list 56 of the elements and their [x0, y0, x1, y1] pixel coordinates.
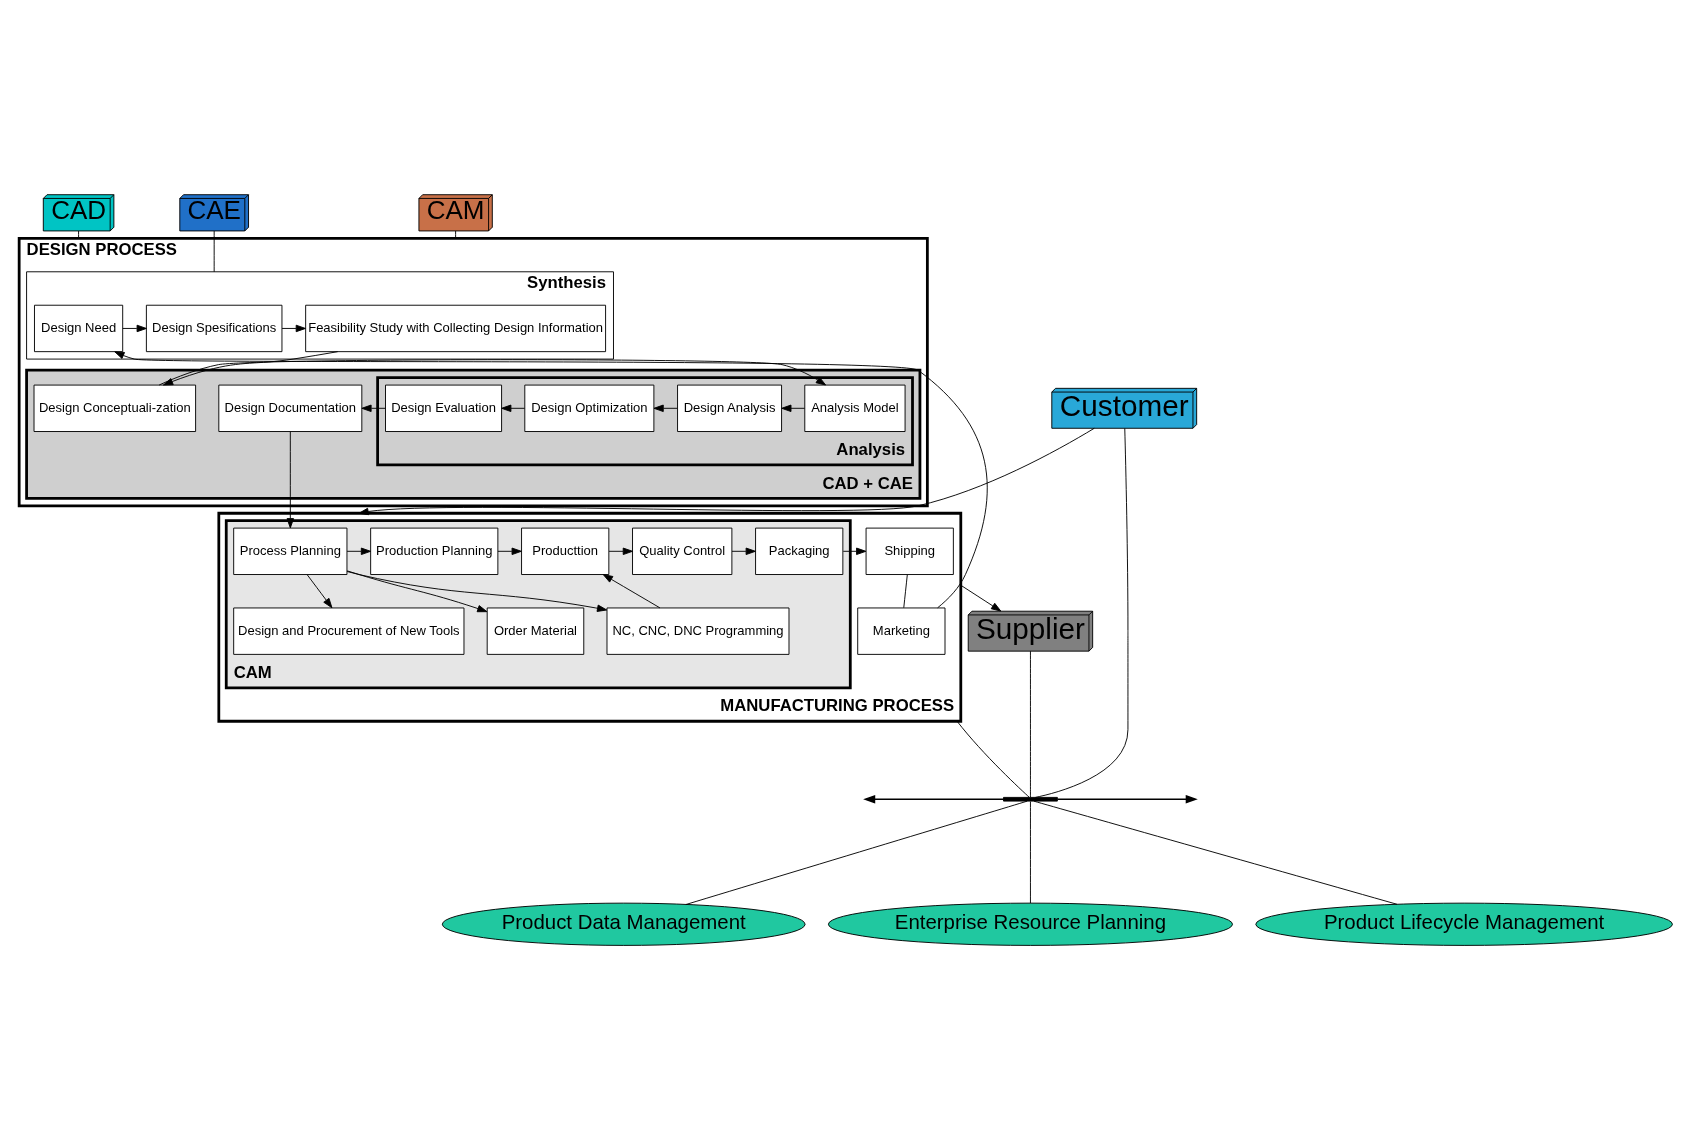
connector — [1034, 427, 1129, 798]
node-box: Design Documentation — [218, 384, 363, 432]
arrow — [158, 359, 827, 386]
node-box: Design Need — [34, 304, 124, 353]
arrow — [863, 795, 1005, 804]
node-box: NC, CNC, DNC Programming — [606, 607, 790, 655]
arrow — [358, 427, 1095, 516]
arrow — [346, 570, 488, 613]
arrow — [731, 547, 756, 556]
arrow — [281, 324, 306, 333]
node-box: Shipping — [865, 527, 954, 575]
arrow — [653, 404, 678, 412]
arrow — [781, 404, 806, 412]
connector — [1033, 800, 1398, 905]
arrow — [960, 584, 1002, 612]
arrow — [306, 574, 333, 609]
arrow — [842, 547, 867, 556]
arrow — [162, 351, 339, 386]
node-box: Design and Procurement of New Tools — [233, 607, 465, 655]
connector — [956, 720, 1030, 798]
arrow — [361, 404, 386, 412]
arrow — [346, 571, 608, 612]
connector — [1029, 801, 1031, 904]
node-box: Process Planning — [233, 527, 348, 575]
node-box: Design Optimization — [524, 384, 655, 432]
connector — [903, 574, 908, 609]
node-ellipse: Product Lifecycle Management — [1255, 902, 1673, 946]
node-box: Order Material — [486, 607, 585, 655]
node-ellipse: Enterprise Resource Planning — [827, 902, 1233, 946]
node-ellipse: Product Data Management — [441, 902, 806, 946]
arrow — [497, 547, 522, 556]
connector — [455, 230, 457, 239]
node-box: Design Conceptuali-zation — [33, 384, 197, 432]
arrow — [114, 351, 988, 609]
arrow — [286, 431, 295, 529]
connector — [78, 230, 80, 239]
node-bar — [1003, 796, 1058, 802]
node-box: Design Analysis — [677, 384, 783, 432]
connector — [213, 230, 215, 273]
arrow — [346, 547, 372, 556]
node-box: Packaging — [755, 527, 844, 575]
node-box: Feasibility Study with Collecting Design Information — [305, 304, 607, 353]
arrow — [1056, 795, 1198, 804]
node-box: Production Planning — [370, 527, 499, 575]
node-box: Design Evaluation — [385, 384, 503, 432]
arrow — [602, 574, 661, 609]
arrow — [122, 324, 147, 333]
connector — [685, 800, 1028, 905]
node-box: Analysis Model — [804, 384, 906, 432]
node-box: Marketing — [857, 607, 946, 655]
node-box: Design Spesifications — [145, 304, 283, 353]
node-box: Quality Control — [632, 527, 733, 575]
node-box: Producttion — [521, 527, 610, 575]
arrow — [501, 404, 526, 412]
connector — [1029, 650, 1031, 798]
arrow — [608, 547, 633, 556]
